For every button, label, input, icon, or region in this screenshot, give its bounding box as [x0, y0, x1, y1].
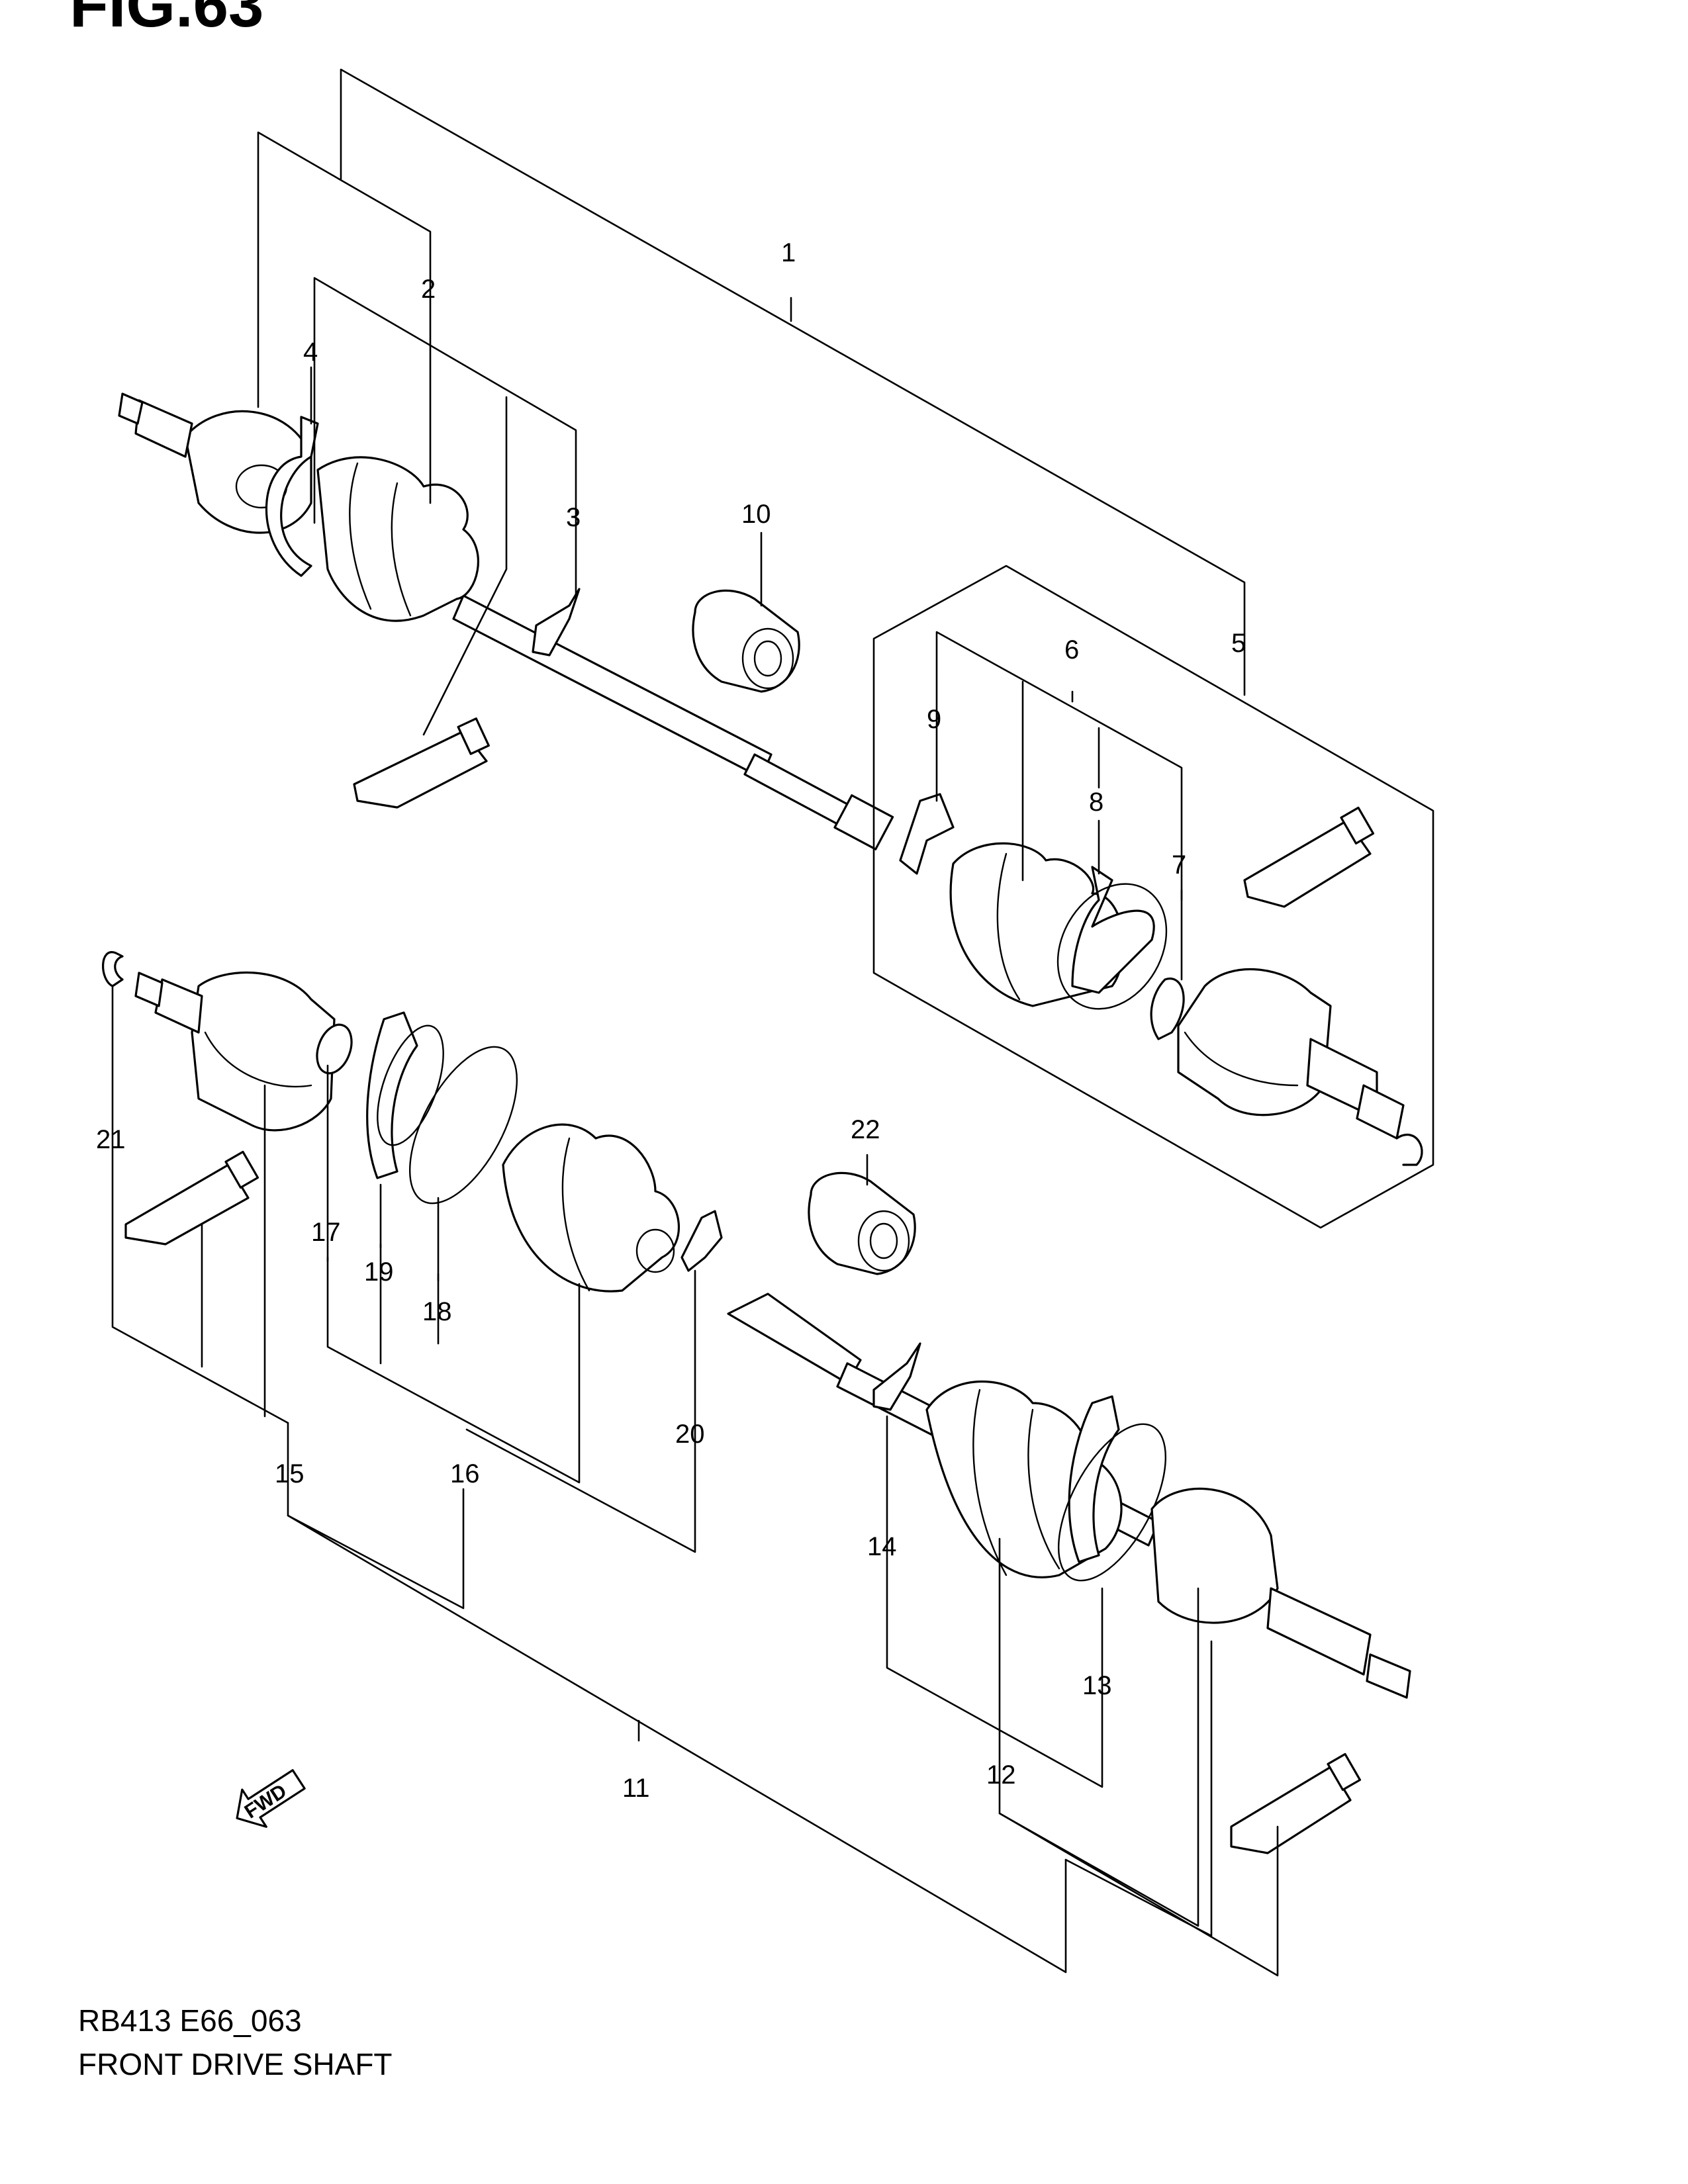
label-12: 12 [986, 1760, 1016, 1790]
fwd-arrow-icon: FWD [236, 1769, 306, 1828]
label-16: 16 [450, 1459, 480, 1488]
upper-shaft-assembly [118, 392, 894, 850]
leader-lines [111, 68, 1279, 1977]
diagram-code: RB413 E66_063 [78, 2003, 302, 2038]
label-18: 18 [422, 1297, 452, 1326]
label-1: 1 [781, 238, 796, 267]
label-4: 4 [303, 338, 318, 367]
damper-10 [692, 589, 800, 693]
diagram-title: FRONT DRIVE SHAFT [78, 2047, 393, 2081]
lower-shaft-assembly [102, 951, 1411, 1854]
diagram-footer: RB413 E66_063 FRONT DRIVE SHAFT [78, 1999, 393, 2086]
inner-joint-assembly [899, 793, 1423, 1166]
label-6: 6 [1064, 635, 1079, 664]
label-13: 13 [1082, 1671, 1112, 1700]
label-17: 17 [311, 1218, 341, 1247]
figure-title: FIG.63 [70, 0, 264, 40]
label-2: 2 [421, 275, 436, 304]
label-9: 9 [927, 705, 941, 734]
label-3: 3 [566, 503, 581, 532]
label-20: 20 [675, 1420, 705, 1449]
label-7: 7 [1172, 850, 1186, 880]
label-10: 10 [741, 500, 771, 529]
label-21: 21 [96, 1125, 126, 1154]
label-19: 19 [364, 1257, 394, 1287]
inner-joint-kit-box [872, 565, 1434, 1229]
label-11: 11 [622, 1774, 650, 1803]
callout-labels: 1 2 3 4 5 6 7 8 9 10 11 12 13 14 15 16 1… [96, 238, 1246, 1803]
label-22: 22 [851, 1115, 880, 1144]
label-8: 8 [1089, 788, 1103, 817]
label-15: 15 [275, 1459, 305, 1488]
label-5: 5 [1231, 629, 1246, 658]
label-14: 14 [867, 1532, 897, 1561]
